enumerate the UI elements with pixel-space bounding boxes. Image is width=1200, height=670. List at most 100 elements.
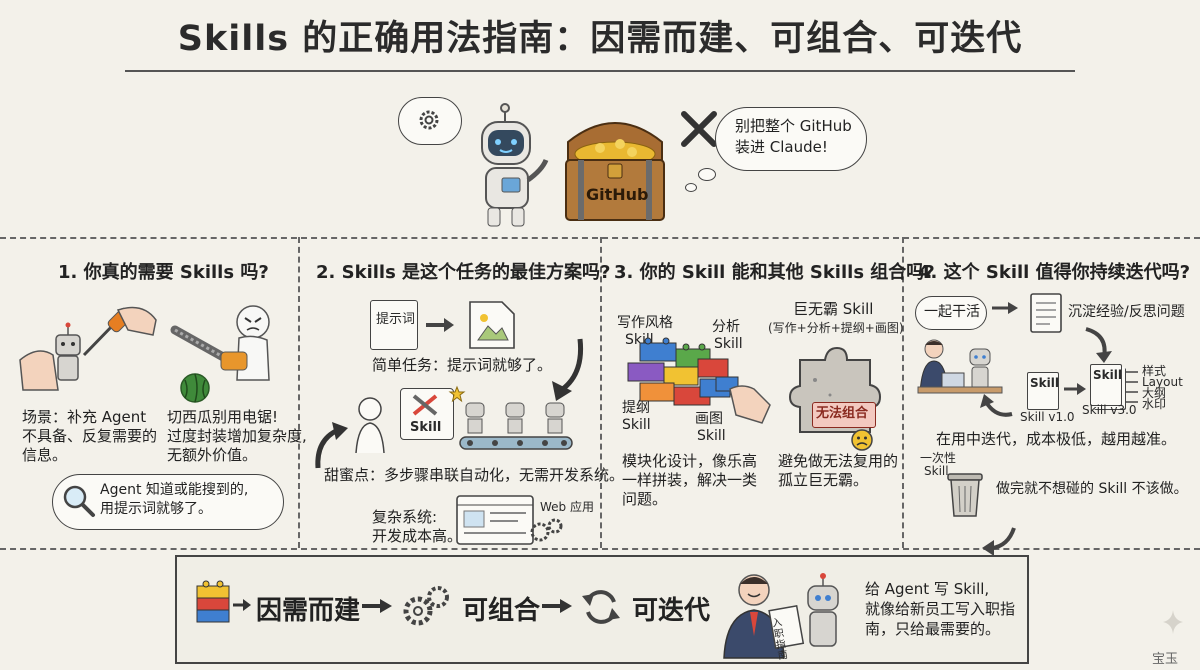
- feature-style: 样式: [1142, 364, 1167, 378]
- summary-box: [175, 555, 1029, 664]
- curved-arrow-right-down-icon: [1085, 327, 1112, 363]
- warning-bubble-line-1: 别把整个 GitHub: [735, 117, 852, 135]
- sparkle-icon: [1163, 610, 1183, 634]
- summary-note-3: 南，只给最需要的。: [865, 620, 1001, 638]
- summary-step-2: 可组合: [462, 596, 541, 626]
- lbl-analysis-2: Skill: [714, 336, 743, 352]
- lbl-analysis-1: 分析: [712, 319, 740, 335]
- lbl-draw-2: Skill: [697, 428, 726, 444]
- arrow-right-icon-2: [362, 599, 392, 613]
- feature-watermark: 水印: [1142, 397, 1167, 411]
- arrow-to-notes-icon: [992, 302, 1018, 314]
- s3-caption-left-3: 问题。: [622, 490, 668, 508]
- divider-3: [902, 237, 904, 548]
- gear-icon: [419, 110, 439, 130]
- s1-bubble-line-1: Agent 知道或能搜到的,: [100, 482, 249, 498]
- bubble-tail-2: [685, 183, 697, 192]
- oneoff-label-1: 一次性: [920, 451, 957, 465]
- skill-tools-card: [400, 388, 454, 440]
- s1-caption-right-1: 切西瓜别用电锯!: [167, 408, 279, 426]
- warning-bubble-line-2: 装进 Claude!: [735, 138, 828, 156]
- gear-thought-bubble: [398, 97, 462, 145]
- bubble-tail-1: [698, 168, 716, 181]
- web-app-window-icon: [456, 495, 534, 545]
- image-file-icon: [469, 301, 515, 349]
- summary-note-1: 给 Agent 写 Skill,: [865, 580, 990, 598]
- skill-v1-doc: [1027, 372, 1059, 410]
- title-underline: [125, 70, 1075, 72]
- s3-caption-left-2: 一样拼装，解决一类: [622, 471, 758, 489]
- skill-v3-doc: [1090, 364, 1122, 406]
- together-bubble: [915, 296, 987, 330]
- arrow-right-icon: [426, 318, 454, 332]
- summary-note-2: 就像给新员工写入职指: [865, 600, 1016, 618]
- web-app-label: Web 应用: [540, 500, 594, 514]
- s3-caption-right-1: 避免做无法复用的: [778, 452, 899, 470]
- lego-stack-icon: [196, 580, 230, 623]
- skill-v3-label: Skill v3.0: [1082, 403, 1137, 417]
- section-2-heading: 2. Skills 是这个任务的最佳方案吗?: [316, 262, 611, 283]
- section-4-heading: 4. 这个 Skill 值得你持续迭代吗?: [918, 262, 1191, 283]
- giant-skill-subtitle: (写作+分析+提纲+画图): [768, 321, 904, 335]
- skill-v3-doc-label: Skill: [1093, 368, 1122, 382]
- skill-card-label: Skill: [410, 420, 442, 435]
- no-combine-label: 无法组合: [816, 406, 869, 421]
- lbl-draw-1: 画图: [695, 411, 723, 427]
- s1-search-bubble: [52, 474, 284, 530]
- curved-arrow-down-icon: [552, 338, 584, 401]
- s2-simple-task: 简单任务：提示词就够了。: [372, 356, 553, 374]
- s1-caption-left-2: 不具备、反复需要的: [22, 427, 158, 445]
- hand-screwdriver-robot-icon: [19, 306, 157, 391]
- accumulate-label: 沉淀经验/反思问题: [1068, 304, 1185, 320]
- robot-conveyor-icon: [459, 402, 573, 450]
- refresh-icon: [582, 590, 620, 624]
- s2-complex-1: 复杂系统:: [372, 508, 438, 526]
- lbl-style-1: 写作风格: [617, 315, 673, 331]
- page-title: Skills 的正确用法指南：因需而建、可组合、可迭代: [177, 19, 1023, 59]
- watermelon-chainsaw-icon: [170, 305, 270, 403]
- panel-bottom-border: [0, 548, 1200, 550]
- star-icon: [448, 385, 466, 403]
- person-with-robot-icon: [917, 339, 1003, 394]
- s1-bubble-line-2: 用提示词就够了。: [100, 501, 212, 517]
- curved-arrow-to-summary-icon: [982, 527, 1016, 556]
- dont-caption: 做完就不想碰的 Skill 不该做。: [996, 481, 1188, 497]
- prompt-doc-label: 提示词: [376, 312, 416, 327]
- together-label: 一起干活: [924, 304, 980, 320]
- s1-caption-left-3: 信息。: [22, 446, 68, 464]
- treasure-chest-icon: [565, 122, 665, 221]
- iterate-caption: 在用中迭代，成本极低，越用越准。: [936, 430, 1177, 448]
- lbl-outline-1: 提纲: [622, 400, 650, 416]
- cross-icon: [681, 111, 717, 147]
- arrow-v1-to-v3-icon: [1064, 383, 1086, 395]
- s1-caption-right-2: 过度封装增加复杂度,: [167, 427, 307, 445]
- feature-arrows-icon: [1126, 371, 1138, 403]
- divider-1: [298, 237, 300, 548]
- gears-icon-summary: [403, 586, 449, 626]
- arrow-right-icon-1: [233, 599, 251, 611]
- notes-document-icon: [1030, 293, 1062, 333]
- skill-v1-doc-label: Skill: [1030, 376, 1059, 390]
- magnifier-icon: [63, 485, 95, 517]
- feature-outline: 大纲: [1142, 386, 1167, 400]
- giant-skill-title: 巨无霸 Skill: [793, 300, 874, 318]
- section-3-heading: 3. 你的 Skill 能和其他 Skills 组合吗?: [614, 262, 935, 283]
- businessman-robot-icon: [723, 573, 839, 659]
- oneoff-label-2: Skill: [924, 464, 949, 478]
- divider-2: [600, 237, 602, 548]
- section-1-heading: 1. 你真的需要 Skills 吗?: [58, 262, 269, 283]
- trash-can-icon: [947, 473, 983, 517]
- s2-complex-2: 开发成本高。: [372, 527, 463, 545]
- skill-v1-label: Skill v1.0: [1020, 410, 1075, 424]
- curved-arrow-up-icon: [315, 422, 348, 469]
- robot-icon: [481, 103, 549, 227]
- s1-caption-left-1: 场景：补充 Agent: [22, 408, 147, 426]
- curved-arrow-back-icon: [980, 394, 1013, 417]
- arrow-right-icon-3: [542, 599, 572, 613]
- lbl-outline-2: Skill: [622, 417, 651, 433]
- s1-caption-right-3: 无额外价值。: [167, 446, 258, 464]
- watermark: 宝玉: [1152, 652, 1179, 667]
- s3-caption-right-2: 孤立巨无霸。: [778, 471, 869, 489]
- s3-caption-left-1: 模块化设计，像乐高: [622, 452, 758, 470]
- summary-step-3: 可迭代: [632, 596, 711, 626]
